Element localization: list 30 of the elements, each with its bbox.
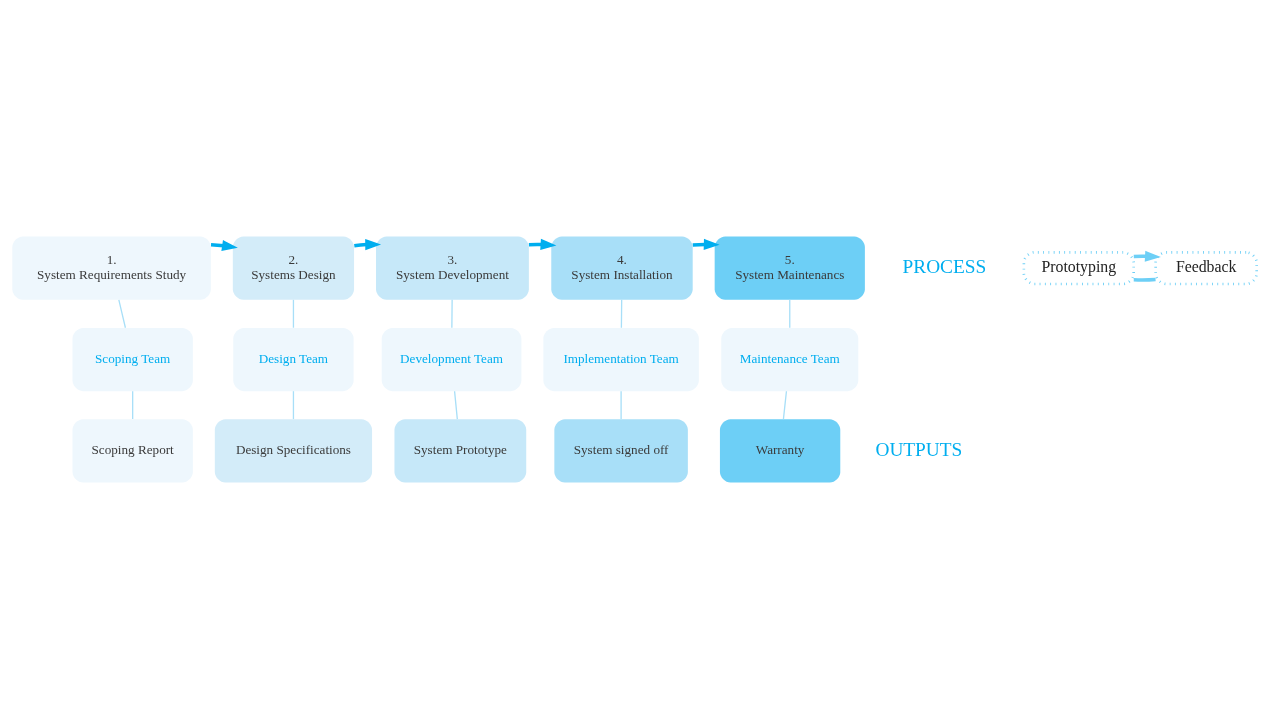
connector [451,298,453,328]
connector [292,298,295,328]
connector [620,298,623,328]
node-box: Development Team [381,327,522,391]
connector [789,298,791,328]
label: PROCESS [902,255,987,277]
node-box: Design Team [233,327,354,391]
node-box: Feedback [1154,250,1258,285]
connector [782,390,788,420]
node-box: Design Specifications [214,418,373,482]
connector [453,390,458,420]
node-box: System Prototype [394,418,527,482]
connector [620,390,622,420]
node-box: 1. System Requirements Study [12,236,211,300]
node-box: 5. System Maintenancs [714,236,865,300]
label: OUTPUTS [875,438,963,460]
node-box: 2. Systems Design [232,236,355,300]
node-box: Implementation Team [543,327,699,391]
node-box: Maintenance Team [721,327,859,391]
node-box: Scoping Report [72,418,193,482]
connector [1133,277,1156,282]
connector [118,298,127,328]
node-box: Prototyping [1022,250,1135,285]
node-box: System signed off [554,418,688,482]
node-box: Scoping Team [72,327,193,391]
node-box: 3. System Development [376,236,529,300]
node-box: 4. System Installation [551,236,693,300]
node-box: Warranty [719,418,841,482]
connector [292,390,295,420]
connector [132,390,134,420]
